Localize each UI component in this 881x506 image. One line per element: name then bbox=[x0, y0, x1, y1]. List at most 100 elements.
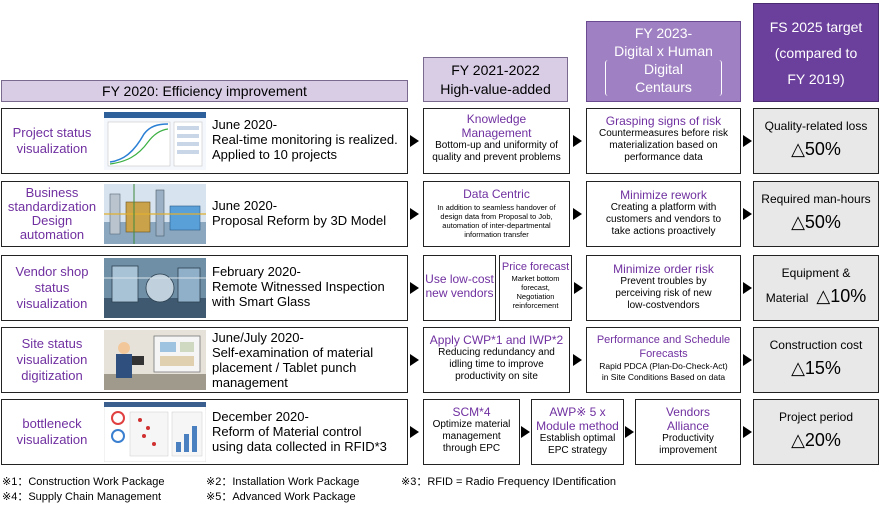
row-4-c3-text-2: in Site Conditions Based on data bbox=[601, 372, 726, 382]
row-1-target-label: Quality-related loss bbox=[764, 119, 868, 133]
row-3-minimize-order-risk: Minimize order risk Prevent troubles by … bbox=[586, 255, 741, 321]
row-1-c3-title: Grasping signs of risk bbox=[605, 114, 722, 128]
row-1-label-line2: visualization bbox=[16, 141, 88, 156]
row-3-c2b-small-3: Negotiation bbox=[516, 292, 555, 301]
header-fs2025-line3: FY 2019) bbox=[787, 71, 845, 87]
row-1-c3-text-2: materialization based on bbox=[609, 140, 718, 151]
header-fy2023-line1: FY 2023- bbox=[634, 25, 693, 41]
row-5-c2b-text-2: EPC strategy bbox=[548, 445, 607, 456]
row-1-c3-text-3: performance data bbox=[624, 152, 703, 163]
row-4-label-line3: digitization bbox=[21, 368, 83, 383]
row-3-c3-text-3: low-costvendors bbox=[627, 300, 700, 311]
header-fy2023-bracket: Digital Centaurs bbox=[605, 60, 722, 96]
3d-model-image bbox=[104, 184, 206, 244]
row-5-c2b-title-1: AWP※ 5 x bbox=[549, 405, 606, 419]
arrow-icon bbox=[521, 426, 530, 438]
header-fs2025: FS 2025 target (compared to FY 2019) bbox=[753, 3, 879, 102]
arrow-icon bbox=[410, 208, 419, 220]
row-2-c3-text-3: take actions proactively bbox=[611, 226, 716, 237]
row-2-c3-title: Minimize rework bbox=[620, 188, 707, 202]
row-3-c2a-title-1: Use low-cost bbox=[425, 272, 494, 286]
row-2-c2-small-3: automation of inter-departmental bbox=[442, 221, 551, 230]
row-3-label-line2: status bbox=[34, 280, 70, 295]
header-fy2023: FY 2023- Digital x Human Digital Centaur… bbox=[586, 21, 741, 102]
footnote-5: ※5：Advanced Work Package bbox=[206, 491, 356, 503]
row-5-c3-title-1: Vendors bbox=[665, 405, 711, 419]
row-2-c2-small-4: information transfer bbox=[464, 230, 529, 239]
arrow-icon bbox=[743, 426, 752, 438]
row-4-fy2020-line1: June/July 2020- bbox=[212, 330, 304, 345]
row-5-target: Project period △20% bbox=[753, 399, 879, 465]
row-4-c2-text-1: Reducing redundancy and bbox=[438, 347, 555, 358]
row-3-fy2020-text: February 2020- Remote Witnessed Inspecti… bbox=[212, 264, 408, 309]
arrow-icon bbox=[410, 282, 419, 294]
row-5-target-label: Project period bbox=[778, 410, 854, 424]
row-1-grasping-signs-of-risk: Grasping signs of risk Countermeasures b… bbox=[586, 108, 741, 174]
arrow-icon bbox=[743, 354, 752, 366]
row-4-c3-title-2: Forecasts bbox=[639, 348, 688, 360]
row-2-target: Required man-hours △50% bbox=[753, 181, 879, 247]
arrow-icon bbox=[573, 135, 582, 147]
row-4-apply-cwp-iwp: Apply CWP*1 and IWP*2 Reducing redundanc… bbox=[423, 327, 570, 393]
row-2-label-line3: Design bbox=[31, 213, 73, 228]
row-3-c2b-small-4: reinforcement bbox=[512, 301, 559, 310]
row-4-fy2020-line2: Self-examination of material bbox=[212, 345, 374, 360]
rfid-dashboard-image bbox=[104, 402, 206, 462]
arrow-icon bbox=[743, 282, 752, 294]
row-4-label-line2: visualization bbox=[16, 352, 88, 367]
row-2-fy2020-text: June 2020- Proposal Reform by 3D Model bbox=[212, 198, 408, 228]
row-5-fy2020-line2: Reform of Material control bbox=[212, 424, 362, 439]
row-4-fy2020-text: June/July 2020- Self-examination of mate… bbox=[212, 330, 408, 390]
header-fy2021-line2: High-value-added bbox=[440, 81, 551, 97]
row-5-awp-module-method: AWP※ 5 x Module method Establish optimal… bbox=[531, 399, 624, 465]
row-3-c2b-small-2: forecast, bbox=[521, 283, 550, 292]
row-5-vendors-alliance: Vendors Alliance Productivity improvemen… bbox=[635, 399, 741, 465]
footnote-3: ※3：RFID = Radio Frequency IDentification bbox=[401, 476, 616, 488]
row-3-price-forecast: Price forecast Market bottom forecast, N… bbox=[499, 255, 572, 321]
header-fy2020: FY 2020: Efficiency improvement bbox=[1, 80, 408, 102]
monitoring-chart-image bbox=[104, 112, 206, 170]
row-4-fy2020-line4: management bbox=[212, 375, 288, 390]
row-2-fy2020-line1: June 2020- bbox=[212, 198, 278, 213]
row-1-c2-title-1: Knowledge bbox=[466, 112, 527, 126]
row-2-label-line1: Business bbox=[25, 185, 79, 200]
tablet-site-image bbox=[104, 330, 206, 390]
row-2-minimize-rework: Minimize rework Creating a platform with… bbox=[586, 181, 741, 247]
row-3-fy2020-line3: with Smart Glass bbox=[212, 294, 311, 309]
row-1-c3-text-1: Countermeasures before risk bbox=[599, 128, 728, 139]
row-2-label-line4: automation bbox=[19, 227, 85, 242]
row-2-c2-small-2: design data from Proposal to Job, bbox=[440, 212, 553, 221]
smart-glass-inspection-image bbox=[104, 258, 206, 318]
row-3-label-line1: Vendor shop bbox=[15, 264, 89, 279]
row-4-c3-text-1: Rapid PDCA (Plan-Do-Check-Act) bbox=[599, 361, 728, 371]
footnote-2: ※2：Installation Work Package bbox=[206, 476, 360, 488]
arrow-icon bbox=[410, 354, 419, 366]
row-5-c2b-title-2: Module method bbox=[536, 419, 619, 433]
arrow-icon bbox=[574, 282, 583, 294]
row-2-c2-small-1: In addition to seamless handover of bbox=[437, 203, 556, 212]
row-5-fy2020-line3: using data collected in RFID*3 bbox=[212, 439, 387, 454]
row-1-fy2020-line2: Real-time monitoring is realized. bbox=[212, 132, 398, 147]
row-5-c3-title-2: Alliance bbox=[666, 419, 710, 433]
row-3-use-low-cost-vendors: Use low-cost new vendors bbox=[423, 255, 496, 321]
header-fs2025-line1: FS 2025 target bbox=[769, 19, 863, 35]
row-5-c2b-text-1: Establish optimal bbox=[539, 433, 616, 444]
arrow-icon bbox=[410, 135, 419, 147]
header-fy2023-line2: Digital x Human bbox=[614, 43, 713, 59]
row-3-target: Equipment & Material △10% bbox=[753, 255, 879, 321]
row-2-target-label: Required man-hours bbox=[761, 192, 871, 206]
row-2-label-line2: standardization bbox=[7, 199, 97, 214]
header-fy2021-line1: FY 2021-2022 bbox=[451, 62, 540, 78]
arrow-icon bbox=[410, 426, 419, 438]
row-4-label-line1: Site status bbox=[21, 336, 83, 351]
row-1-c2-title-2: Management bbox=[461, 126, 532, 140]
arrow-icon bbox=[743, 135, 752, 147]
row-4-c2-text-2: idling time to improve bbox=[449, 359, 544, 370]
row-3-c3-title: Minimize order risk bbox=[613, 262, 714, 276]
row-4-target: Construction cost △15% bbox=[753, 327, 879, 393]
row-1-fy2020-text: June 2020- Real-time monitoring is reali… bbox=[212, 117, 408, 162]
row-4-fy2020-line3: placement / Tablet punch bbox=[212, 360, 357, 375]
